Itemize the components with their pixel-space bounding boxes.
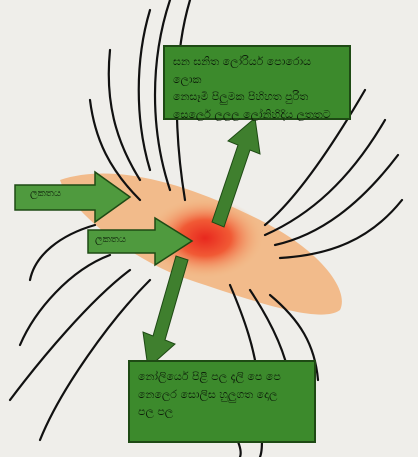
field-line <box>30 225 95 280</box>
field-line <box>139 10 150 170</box>
upper-arrow-label: ලකතය <box>30 188 61 199</box>
field-line <box>275 155 398 245</box>
field-line <box>10 270 130 400</box>
top-text-box: ඝන ඝනිත ලෝරියර් පොරොය ලොක නෙසෑමි පිලුමක … <box>163 45 351 120</box>
bottom-text-box: නෝලියෙර් පිළි පල දෑලි පෙ පෙ නෙලෙර සොලිස … <box>128 360 316 443</box>
field-line <box>109 50 140 180</box>
lower-arrow-label: ලකතය <box>95 234 126 245</box>
jet-arrow-down <box>143 256 188 368</box>
field-line <box>265 120 385 235</box>
